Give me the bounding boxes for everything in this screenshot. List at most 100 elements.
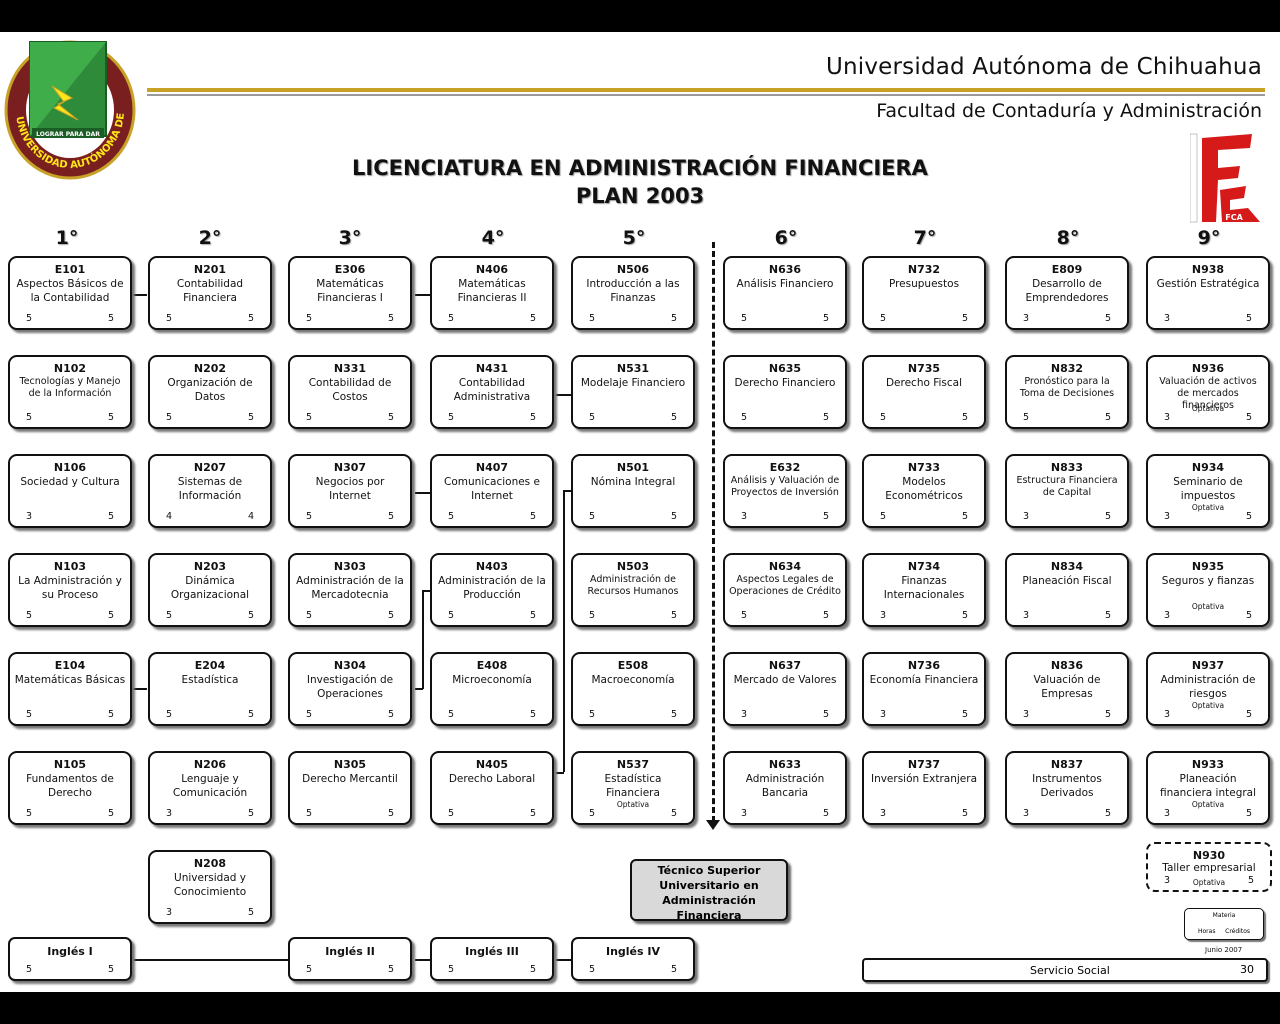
- course-hours: 3: [741, 709, 748, 720]
- course-credits: 5: [670, 808, 677, 819]
- course-name: Mercado de Valores: [733, 674, 837, 686]
- course-hours: 5: [589, 412, 596, 423]
- course-credits: 5: [1104, 313, 1111, 324]
- course-hours: 3: [1164, 610, 1171, 621]
- course-credits: 5: [961, 808, 968, 819]
- course-credits: 5: [247, 313, 254, 324]
- university-name: Universidad Autónoma de Chihuahua: [825, 54, 1262, 80]
- course-credits: 5: [1104, 709, 1111, 720]
- course-credits: 4: [247, 511, 254, 522]
- course-hours: 5: [166, 709, 173, 720]
- course-code: N531: [616, 362, 650, 375]
- course-code: N637: [768, 659, 802, 672]
- legend-box: Materia Horas Créditos: [1184, 908, 1264, 940]
- legend-creditos: Créditos: [1225, 928, 1250, 935]
- svg-text:FCA: FCA: [1225, 213, 1243, 222]
- course-code: E809: [1051, 263, 1083, 276]
- course-hours: 4: [166, 511, 173, 522]
- course-code: N633: [768, 758, 802, 771]
- course-credits: 5: [822, 412, 829, 423]
- course-code: N303: [333, 560, 367, 573]
- header-grey-line: [147, 94, 1265, 96]
- course-code: N737: [907, 758, 941, 771]
- course-code: N304: [333, 659, 367, 672]
- course-code: N403: [475, 560, 509, 573]
- servicio-social-value: 30: [1240, 963, 1254, 976]
- course-code: E104: [54, 659, 86, 672]
- course-code: N203: [193, 560, 227, 573]
- course-hours: 3: [1164, 709, 1171, 720]
- course-credits: 5: [670, 709, 677, 720]
- course-name: Instrumentos Derivados: [1032, 773, 1102, 799]
- english-course-name: Inglés II: [325, 945, 375, 958]
- course-credits: 5: [107, 511, 114, 522]
- course-credits: 5: [670, 313, 677, 324]
- connector-line: [556, 394, 571, 396]
- course-code: N501: [616, 461, 650, 474]
- course-name: Contabilidad de Costos: [308, 377, 392, 403]
- course-hours: 5: [166, 412, 173, 423]
- course-credits: 5: [961, 709, 968, 720]
- course-code: N635: [768, 362, 802, 375]
- course-hours: 5: [448, 610, 455, 621]
- course-credits: 5: [1104, 808, 1111, 819]
- course-hours: 3: [880, 808, 887, 819]
- course-name: Administración Bancaria: [745, 773, 825, 799]
- course-code: N832: [1050, 362, 1084, 375]
- course-name: Desarrollo de Emprendedores: [1025, 278, 1109, 304]
- connector-line: [133, 959, 288, 961]
- course-credits: 5: [961, 511, 968, 522]
- course-name: Administración de la Mercadotecnia: [296, 575, 404, 601]
- course-hours: 3: [741, 511, 748, 522]
- course-credits: 5: [529, 610, 536, 621]
- semester-header-4: 4°: [481, 227, 505, 249]
- course-credits: 5: [961, 610, 968, 621]
- course-code: N201: [193, 263, 227, 276]
- course-name: Lenguaje y Comunicación: [172, 773, 248, 799]
- course-hours: 3: [1023, 511, 1030, 522]
- course-credits: 5: [1245, 412, 1252, 423]
- course-credits: 5: [529, 511, 536, 522]
- course-name: Sociedad y Cultura: [20, 476, 120, 488]
- course-hours: 5: [589, 964, 596, 975]
- course-code: N935: [1191, 560, 1225, 573]
- connector-line: [415, 959, 430, 961]
- course-code: N331: [333, 362, 367, 375]
- course-code: N537: [616, 758, 650, 771]
- course-hours: 3: [166, 808, 173, 819]
- course-code: N735: [907, 362, 941, 375]
- course-name: Análisis Financiero: [736, 278, 834, 290]
- course-code: N634: [768, 560, 802, 573]
- course-hours: 3: [166, 907, 173, 918]
- course-hours: 5: [306, 313, 313, 324]
- course-code: N503: [616, 560, 650, 573]
- course-credits: 5: [107, 313, 114, 324]
- course-credits: 5: [822, 511, 829, 522]
- course-credits: 5: [107, 610, 114, 621]
- course-hours: 3: [1164, 875, 1171, 886]
- course-hours: 5: [880, 313, 887, 324]
- semester-header-8: 8°: [1056, 227, 1080, 249]
- course-credits: 5: [247, 610, 254, 621]
- optativa-label: Optativa: [1191, 503, 1225, 512]
- course-name: Sistemas de Información: [177, 476, 243, 502]
- course-credits: 5: [529, 412, 536, 423]
- course-hours: 5: [741, 610, 748, 621]
